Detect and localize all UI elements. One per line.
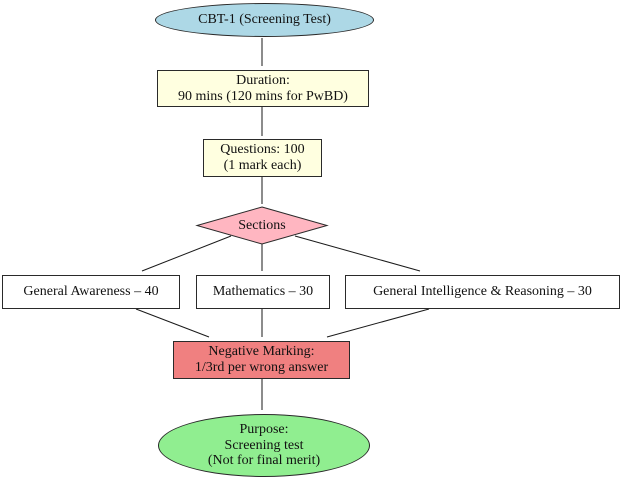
node-sections-label: Sections <box>238 217 286 233</box>
node-negative-marking: Negative Marking: 1/3rd per wrong answer <box>173 341 350 379</box>
node-duration-line1: Duration: <box>236 72 290 88</box>
sections-diamond-shape <box>195 206 329 245</box>
node-questions: Questions: 100 (1 mark each) <box>203 139 322 177</box>
node-purpose: Purpose: Screening test (Not for final m… <box>158 414 370 477</box>
node-mathematics: Mathematics – 30 <box>196 275 330 309</box>
node-mathematics-label: Mathematics – 30 <box>212 284 314 300</box>
edge-general-awareness-negative <box>135 308 210 338</box>
node-general-intelligence: General Intelligence & Reasoning – 30 <box>345 275 620 309</box>
node-cbt1-label: CBT-1 (Screening Test) <box>198 12 331 28</box>
node-general-awareness: General Awareness – 40 <box>2 275 180 309</box>
edge-sections-general-awareness <box>141 235 232 272</box>
node-questions-line1: Questions: 100 <box>220 142 305 158</box>
node-negative-marking-line1: Negative Marking: <box>208 344 315 360</box>
edge-general-intelligence-negative <box>326 308 430 338</box>
node-duration: Duration: 90 mins (120 mins for PwBD) <box>157 70 369 107</box>
node-cbt1: CBT-1 (Screening Test) <box>155 3 374 37</box>
edge-sections-general-intelligence <box>294 235 421 272</box>
node-general-intelligence-label: General Intelligence & Reasoning – 30 <box>373 284 592 300</box>
node-purpose-line3: (Not for final merit) <box>207 453 321 469</box>
node-purpose-line2: Screening test <box>224 437 304 453</box>
node-duration-line2: 90 mins (120 mins for PwBD) <box>178 88 348 104</box>
node-negative-marking-line2: 1/3rd per wrong answer <box>194 360 329 375</box>
node-purpose-line1: Purpose: <box>239 421 289 437</box>
node-sections: Sections <box>197 207 327 244</box>
node-questions-line2: (1 mark each) <box>223 158 302 173</box>
node-general-awareness-label: General Awareness – 40 <box>23 284 159 300</box>
